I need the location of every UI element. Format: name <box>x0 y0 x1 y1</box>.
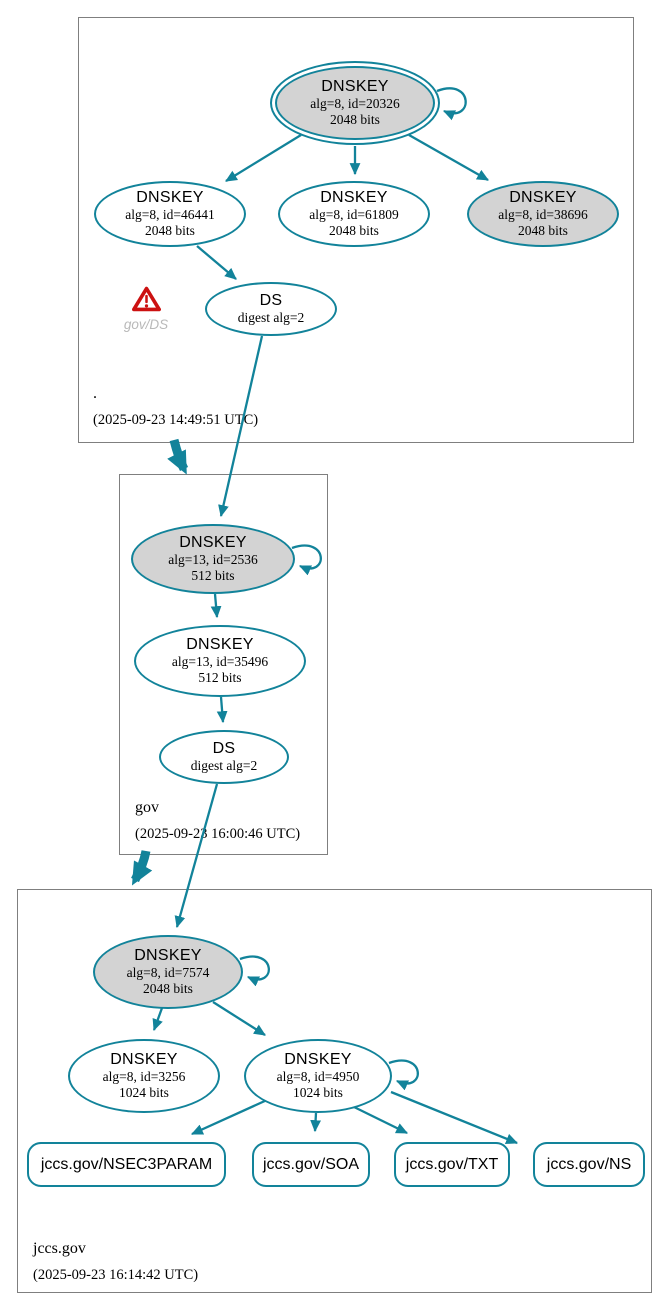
zone-timestamp-jccs-gov: (2025-09-23 16:14:42 UTC) <box>33 1267 199 1283</box>
node-detail: alg=8, id=7574 <box>126 965 210 980</box>
node-rrset-soa[interactable]: jccs.gov/SOA <box>252 1142 370 1187</box>
node-detail: 2048 bits <box>329 223 379 239</box>
zone-box-root: . (2025-09-23 14:49:51 UTC) <box>78 17 634 443</box>
node-rrset-ns[interactable]: jccs.gov/NS <box>533 1142 645 1187</box>
node-rrset-nsec3param[interactable]: jccs.gov/NSEC3PARAM <box>27 1142 226 1187</box>
node-detail: alg=13, id=35496 <box>171 654 269 669</box>
node-ds-gov[interactable]: DS digest alg=2 <box>159 730 289 784</box>
node-detail: alg=8, id=3256 <box>102 1069 186 1084</box>
node-rrset-txt[interactable]: jccs.gov/TXT <box>394 1142 510 1187</box>
node-detail: 2048 bits <box>518 223 568 239</box>
node-dnskey-46441[interactable]: DNSKEY alg=8, id=46441 2048 bits <box>94 181 246 247</box>
rrset-label: jccs.gov/NSEC3PARAM <box>40 1155 213 1173</box>
node-dnskey-7574-ksk[interactable]: DNSKEY alg=8, id=7574 2048 bits <box>93 935 243 1009</box>
warning-label: gov/DS <box>123 317 169 332</box>
rrset-label: jccs.gov/SOA <box>262 1155 360 1173</box>
node-detail: 2048 bits <box>145 223 195 239</box>
zone-name-jccs-gov: jccs.gov <box>33 1240 86 1257</box>
node-dnskey-38696[interactable]: DNSKEY alg=8, id=38696 2048 bits <box>467 181 619 247</box>
node-title: DS <box>259 291 283 309</box>
node-detail: 512 bits <box>191 568 235 584</box>
node-dnskey-4950[interactable]: DNSKEY alg=8, id=4950 1024 bits <box>244 1039 392 1113</box>
node-title: DNSKEY <box>134 946 202 964</box>
warning-icon <box>131 286 161 312</box>
node-detail: digest alg=2 <box>190 758 258 774</box>
node-title: DNSKEY <box>321 77 389 95</box>
node-dnskey-35496[interactable]: DNSKEY alg=13, id=35496 512 bits <box>134 625 306 697</box>
node-detail: 512 bits <box>198 670 242 686</box>
node-title: DNSKEY <box>284 1050 352 1068</box>
node-title: DNSKEY <box>110 1050 178 1068</box>
node-detail: digest alg=2 <box>237 310 305 326</box>
delegation-arrow-root-to-gov <box>167 438 189 475</box>
node-detail: alg=8, id=61809 <box>309 207 399 222</box>
node-title: DNSKEY <box>186 635 254 653</box>
node-dnskey-3256[interactable]: DNSKEY alg=8, id=3256 1024 bits <box>68 1039 220 1113</box>
node-title: DS <box>212 739 236 757</box>
node-detail: alg=8, id=4950 <box>276 1069 360 1084</box>
rrset-label: jccs.gov/TXT <box>405 1155 499 1173</box>
warning-gov-ds[interactable]: gov/DS <box>117 286 175 332</box>
delegation-arrow-gov-to-jccs <box>131 850 153 886</box>
node-detail: alg=8, id=38696 <box>498 207 588 222</box>
node-title: DNSKEY <box>509 188 577 206</box>
node-title: DNSKEY <box>136 188 204 206</box>
node-title: DNSKEY <box>179 533 247 551</box>
zone-box-jccs-gov: jccs.gov (2025-09-23 16:14:42 UTC) <box>17 889 652 1293</box>
node-detail: alg=13, id=2536 <box>168 552 258 567</box>
zone-timestamp-gov: (2025-09-23 16:00:46 UTC) <box>135 826 301 842</box>
node-detail: 2048 bits <box>330 112 380 128</box>
node-dnskey-20326-ksk[interactable]: DNSKEY alg=8, id=20326 2048 bits <box>270 61 440 145</box>
node-detail: 2048 bits <box>143 981 193 997</box>
rrset-label: jccs.gov/NS <box>546 1155 632 1173</box>
node-detail: 1024 bits <box>293 1085 343 1101</box>
node-title: DNSKEY <box>320 188 388 206</box>
zone-name-gov: gov <box>135 799 159 816</box>
node-detail: 1024 bits <box>119 1085 169 1101</box>
node-detail: alg=8, id=46441 <box>125 207 215 222</box>
zone-timestamp-root: (2025-09-23 14:49:51 UTC) <box>93 412 259 428</box>
zone-name-root: . <box>93 385 97 402</box>
node-dnskey-2536-ksk[interactable]: DNSKEY alg=13, id=2536 512 bits <box>131 524 295 594</box>
node-detail: alg=8, id=20326 <box>310 96 400 111</box>
node-ds-root[interactable]: DS digest alg=2 <box>205 282 337 336</box>
node-dnskey-61809[interactable]: DNSKEY alg=8, id=61809 2048 bits <box>278 181 430 247</box>
